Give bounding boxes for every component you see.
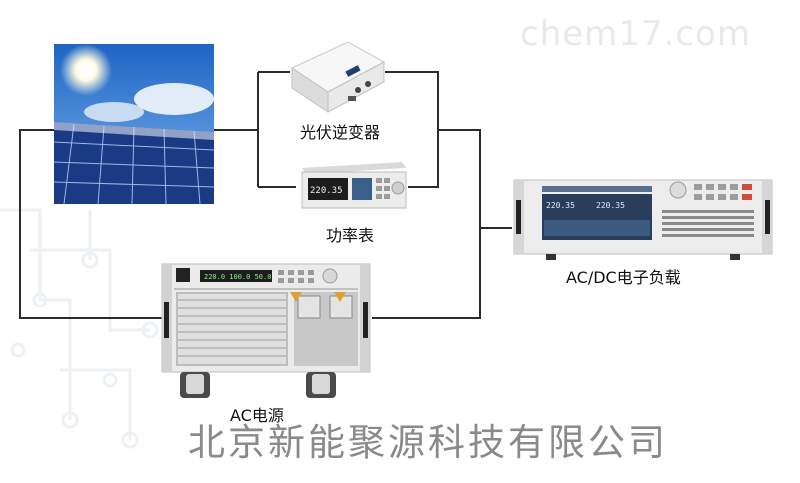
company-name: 北京新能聚源科技有限公司: [188, 421, 668, 464]
inverter-device: [290, 41, 386, 113]
watermark: chem17.com: [520, 14, 751, 54]
power-meter-device: 220.35: [301, 162, 407, 209]
load-display-text-1: 220.35: [546, 201, 575, 210]
load-display-text-2: 220.35: [596, 201, 625, 210]
inverter-label: 光伏逆变器: [300, 123, 381, 142]
ac-dc-load-device: 220.35 220.35: [513, 179, 773, 260]
solar-panel-image: [54, 44, 214, 204]
power-meter-label: 功率表: [326, 226, 375, 245]
meter-display-text: 220.35: [310, 186, 343, 196]
ac-source-label: AC电源: [230, 406, 284, 425]
source-display-text: 220.0 100.0 50.0: [204, 273, 271, 281]
ac-power-source-device: 220.0 100.0 50.0: [161, 263, 371, 398]
ac-dc-load-label: AC/DC电子负载: [566, 268, 681, 287]
